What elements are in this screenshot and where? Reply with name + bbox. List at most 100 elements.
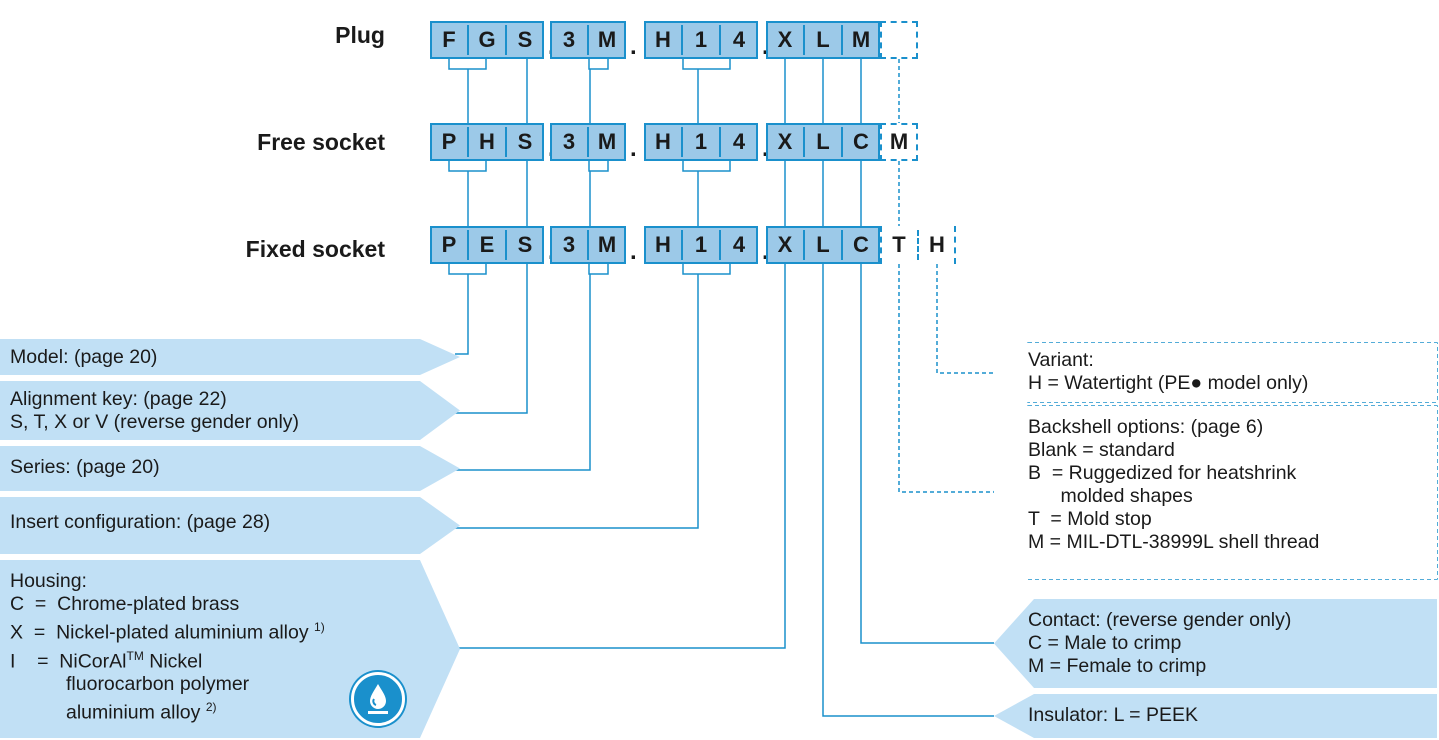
housing-note-2: 2) [205, 700, 217, 714]
housing-option-i-text: I = NiCorAl [10, 650, 127, 672]
variant-connector [936, 264, 994, 374]
row-label-fixed-socket: Fixed socket [245, 236, 385, 262]
code-char: P [441, 232, 457, 257]
separator-dot: . [762, 240, 769, 264]
callout-contact: Contact: (reverse gender only) C = Male … [994, 599, 1437, 688]
code-char: 4 [732, 232, 746, 257]
housing-option-i: I = NiCorAlTM Nickel [10, 645, 450, 674]
separator-dot: . [762, 35, 769, 59]
housing-note-1: 1) [314, 620, 325, 634]
code-char: G [478, 27, 496, 52]
contact-connector [860, 264, 994, 644]
cell-divider [467, 25, 469, 55]
housing-option-i-line2: fluorocarbon polymer [66, 673, 250, 695]
group-bracket [588, 264, 609, 275]
code-char: C [853, 129, 869, 154]
code-group-3 [644, 21, 758, 59]
cell-divider [917, 230, 919, 260]
cell-divider [587, 127, 589, 157]
group-bracket [588, 59, 609, 70]
code-char: H [479, 129, 495, 154]
callout-alignment-options: S, T, X or V (reverse gender only) [10, 411, 300, 433]
variant-title: Variant: [1028, 349, 1094, 371]
callout-insulator: Insulator: L = PEEK [994, 694, 1437, 738]
cell-divider [587, 25, 589, 55]
callout-alignment-key: Alignment key: (page 22) S, T, X or V (r… [0, 381, 460, 440]
code-char: X [777, 129, 793, 154]
cell-divider [841, 230, 843, 260]
code-char: C [853, 232, 869, 257]
code-char: P [441, 129, 457, 154]
callout-alignment-title: Alignment key: (page 22) [10, 388, 227, 410]
code-group-4 [766, 21, 880, 59]
code-char: M [851, 27, 871, 52]
code-char: M [597, 232, 617, 257]
code-char: 3 [562, 129, 576, 154]
backshell-title: Backshell options: (page 6) [1028, 416, 1264, 438]
code-group-1 [430, 123, 544, 161]
series-connector [455, 274, 591, 471]
code-char: H [655, 27, 671, 52]
housing-option-i-line3: aluminium alloy 2) [10, 696, 450, 725]
cell-divider [719, 127, 721, 157]
cell-divider [841, 25, 843, 55]
backshell-b-cont: molded shapes [1028, 485, 1193, 507]
group-bracket [448, 161, 487, 172]
separator-dot: . [630, 33, 637, 60]
model-connector [455, 274, 469, 355]
callout-series: Series: (page 20) [0, 446, 460, 491]
trademark-sup: TM [126, 648, 144, 663]
separator-dot: . [630, 238, 637, 265]
housing-title: Housing: [10, 570, 87, 592]
code-char: L [816, 27, 830, 52]
code-char: T [892, 232, 906, 257]
callout-variant: Variant: H = Watertight (PE● model only) [994, 343, 1437, 402]
code-char: L [816, 129, 830, 154]
callout-insert: Insert configuration: (page 28) [0, 497, 460, 554]
contact-title: Contact: (reverse gender only) [1028, 609, 1292, 631]
cell-divider [719, 25, 721, 55]
row-label-free-socket: Free socket [257, 129, 385, 155]
code-char: 1 [694, 27, 708, 52]
variant-option-h: H = Watertight (PE● model only) [1028, 372, 1309, 394]
cell-divider [467, 127, 469, 157]
code-char: S [517, 129, 533, 154]
cell-divider [681, 127, 683, 157]
callout-series-text: Series: (page 20) [10, 456, 160, 478]
cell-divider [681, 25, 683, 55]
cell-divider [681, 230, 683, 260]
group-bracket [682, 161, 731, 172]
cell-divider [505, 127, 507, 157]
housing-option-i-post: Nickel [143, 650, 203, 672]
row-label-plug: Plug [335, 22, 385, 48]
code-char: S [517, 232, 533, 257]
code-char: F [442, 27, 456, 52]
cell-divider [803, 25, 805, 55]
code-optional-slot [880, 21, 918, 59]
code-group-1 [430, 21, 544, 59]
code-char: M [889, 129, 909, 154]
code-optional-slot [880, 123, 918, 161]
insert-connector [455, 274, 699, 529]
insulator-connector [822, 264, 994, 717]
insulator-text: Insulator: L = PEEK [1028, 704, 1198, 726]
code-char: H [655, 129, 671, 154]
callout-backshell: Backshell options: (page 6) Blank = stan… [994, 406, 1437, 579]
code-char: X [777, 232, 793, 257]
backshell-t: T = Mold stop [1028, 508, 1152, 530]
group-bracket [682, 59, 731, 70]
code-group-4 [766, 226, 880, 264]
code-char: 1 [694, 129, 708, 154]
cell-divider [587, 230, 589, 260]
cell-divider [719, 230, 721, 260]
code-char: M [597, 27, 617, 52]
separator-dot: . [630, 135, 637, 162]
cell-divider [841, 127, 843, 157]
housing-option-i-line3-text: aluminium alloy [66, 701, 201, 724]
code-char: E [479, 232, 495, 257]
backshell-connector [898, 264, 994, 493]
callout-insert-text: Insert configuration: (page 28) [10, 511, 271, 533]
separator-dot: . [762, 137, 769, 161]
housing-option-x-text: X = Nickel-plated aluminium alloy [10, 621, 309, 644]
code-group-4 [766, 123, 880, 161]
